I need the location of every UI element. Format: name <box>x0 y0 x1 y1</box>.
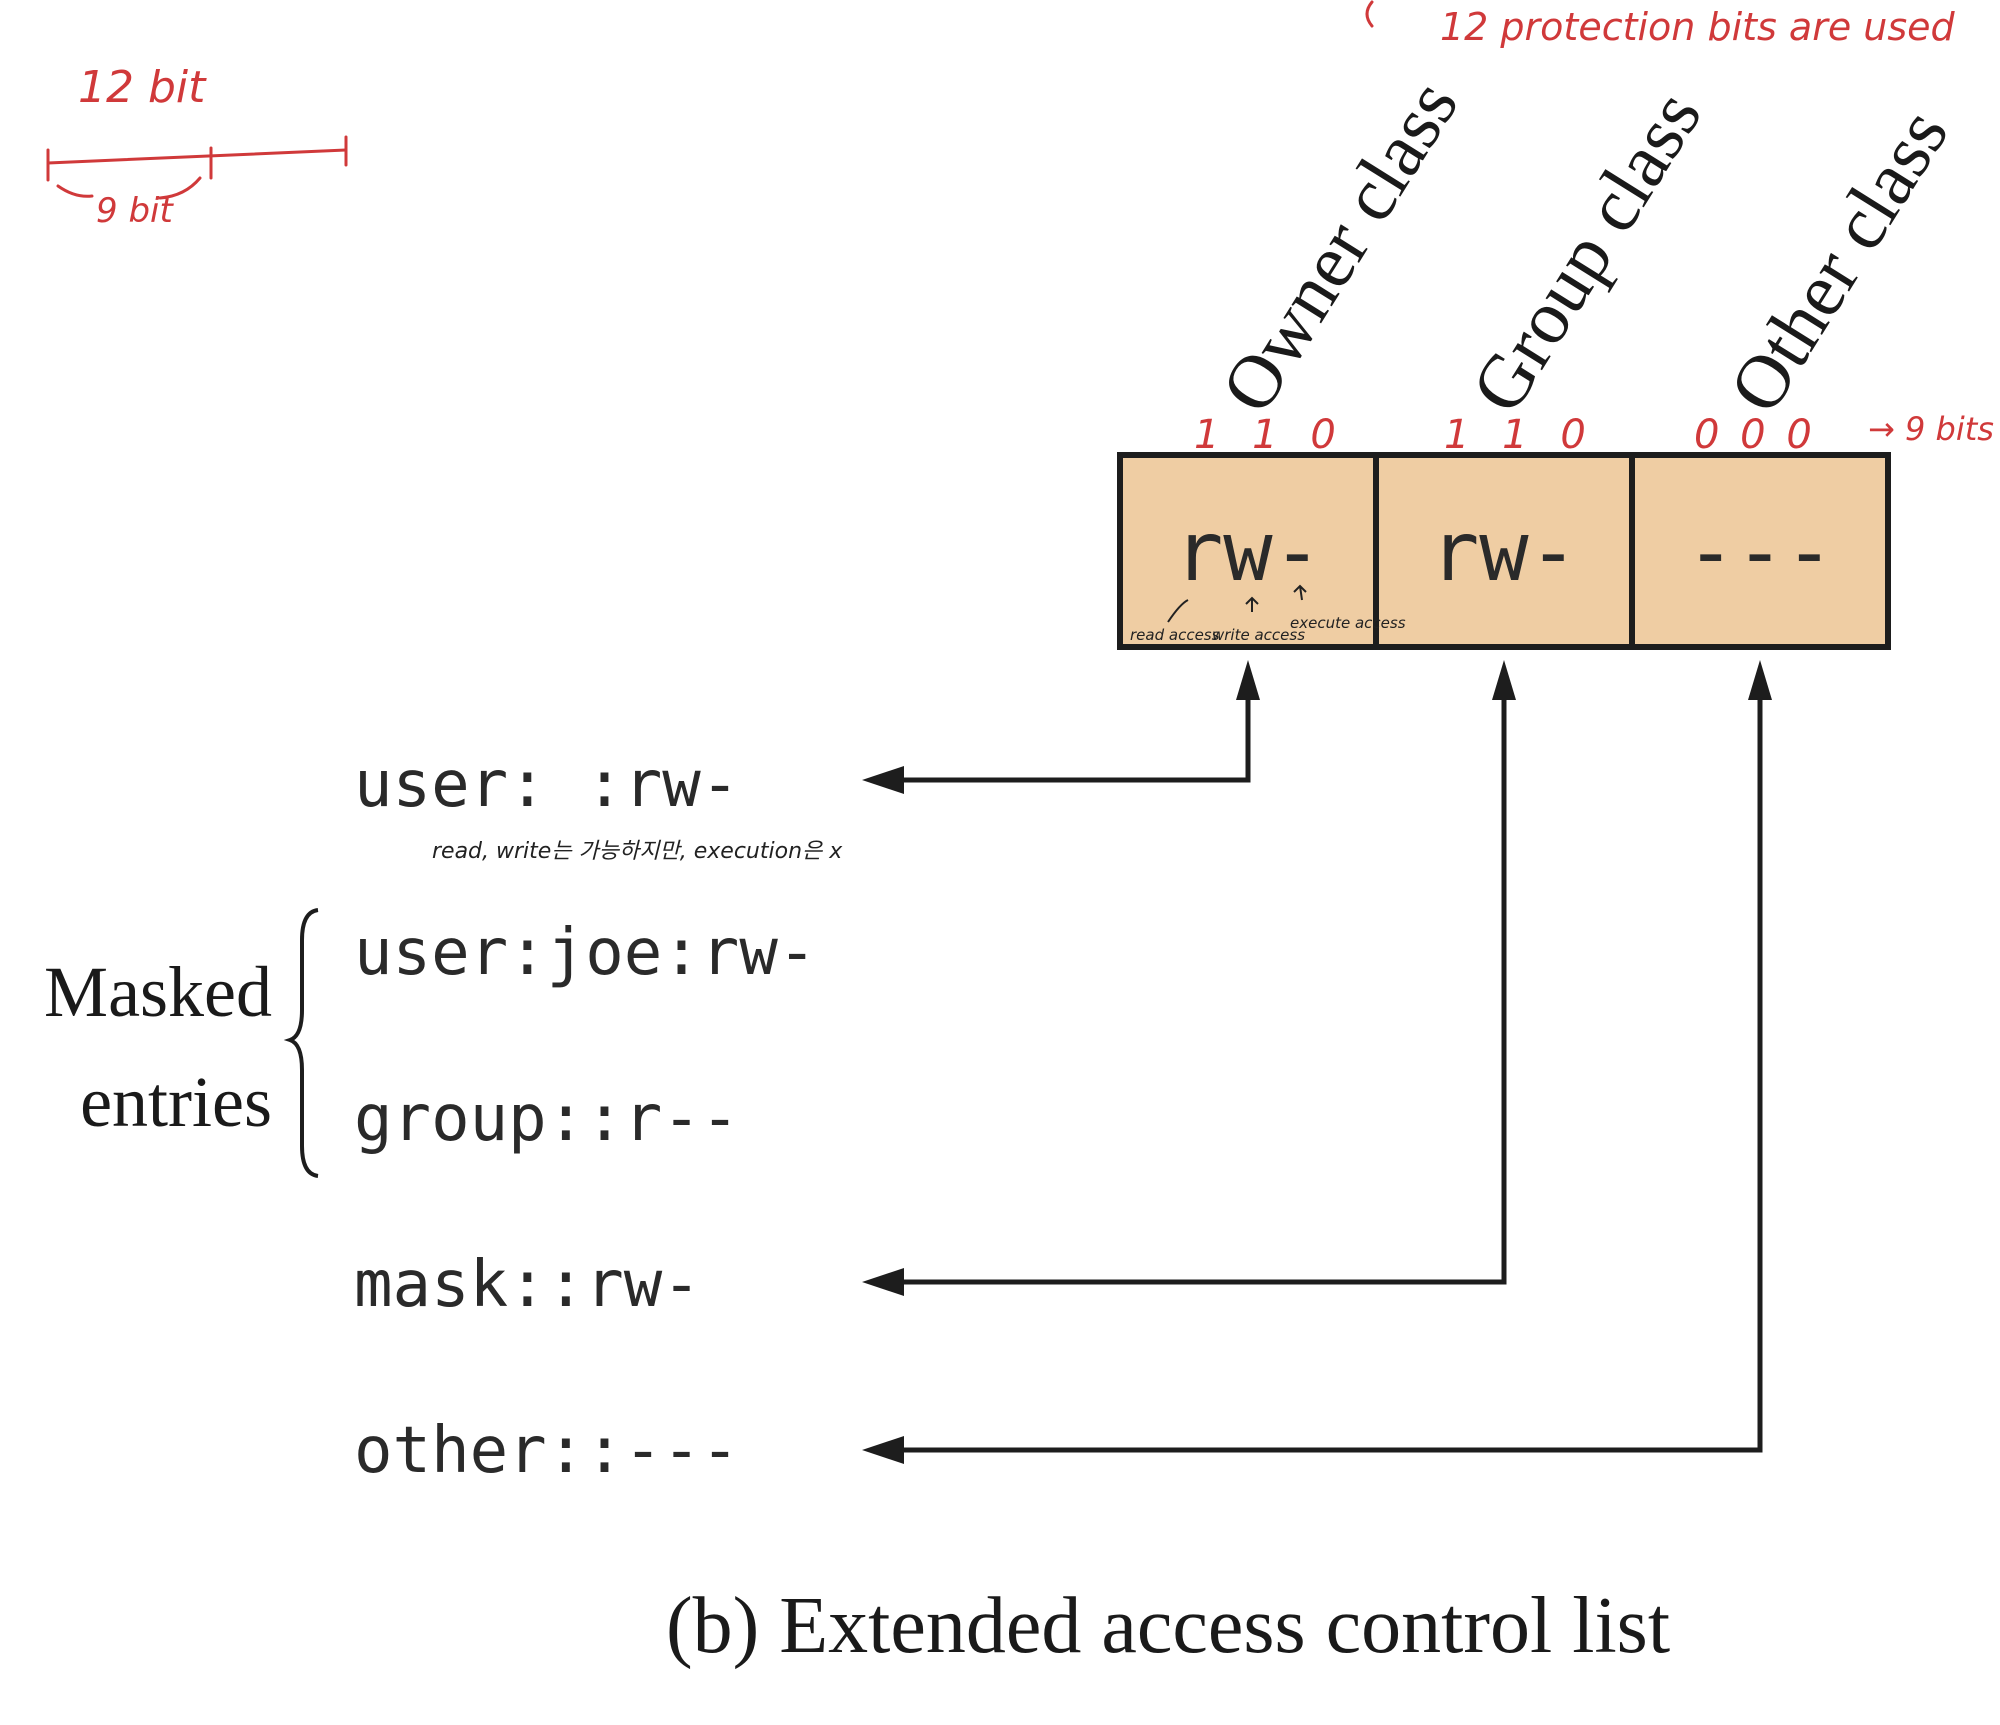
other-arrow-head-up <box>1748 660 1772 700</box>
user-entry-note: read, write는 가능하지만, execution은 x <box>432 839 843 864</box>
acl-entry-user-owner: user: :rw- <box>354 748 739 822</box>
other-connector-line <box>880 675 1763 1453</box>
owner-class-label: Owner class <box>1205 66 1474 427</box>
top-note: 12 protection bits are used <box>1440 5 1956 49</box>
permission-bits-box: rw- rw- --- <box>1117 452 1891 650</box>
other-connector <box>862 660 1772 1464</box>
acl-entry-group: group::r-- <box>354 1082 739 1156</box>
entries-label: entries <box>80 1062 272 1142</box>
top-note-mark <box>1365 0 1374 28</box>
owner-connector <box>862 660 1260 794</box>
bit-width-note: 12 bit 9 bit <box>46 62 348 231</box>
nine-bit-brace <box>56 184 94 198</box>
group-connector-line <box>880 675 1507 1285</box>
bit-width-line <box>46 148 348 165</box>
twelve-bit-note: 12 bit <box>78 62 207 113</box>
owner-connector-line <box>880 675 1251 783</box>
owner-bits: 1 1 0 <box>1194 412 1346 458</box>
write-access-note: write access <box>1212 626 1305 644</box>
group-connector <box>862 660 1516 1296</box>
other-class-label: Other class <box>1713 94 1964 427</box>
acl-entry-other: other::--- <box>354 1414 739 1488</box>
acl-entry-mask: mask::rw- <box>354 1248 701 1322</box>
other-arrow-head-left <box>862 1436 904 1464</box>
read-note-arrow <box>1167 599 1189 623</box>
owner-permission-cell <box>1117 452 1379 650</box>
execute-access-note: execute access <box>1290 614 1406 632</box>
execute-note-arrow <box>1293 584 1307 601</box>
acl-entry-user-joe: user:joe:rw- <box>354 916 816 990</box>
group-class-label: Group class <box>1455 76 1718 427</box>
owner-bit-notes: read access write access execute access <box>1130 584 1406 644</box>
figure-caption: (b) Extended access control list <box>666 1582 1670 1670</box>
group-permission-cell <box>1373 452 1635 650</box>
read-access-note: read access <box>1130 626 1220 644</box>
owner-arrow-head-left <box>862 766 904 794</box>
nine-bit-note: 9 bit <box>96 191 174 231</box>
group-arrow-head-up <box>1492 660 1516 700</box>
group-bits: 1 1 0 <box>1444 412 1596 458</box>
nine-bits-note: → 9 bits <box>1868 410 1994 448</box>
other-permission: --- <box>1686 505 1834 600</box>
owner-permission: rw- <box>1174 505 1322 600</box>
nine-bit-brace <box>158 176 202 200</box>
other-bits: 0 0 0 <box>1694 412 1816 458</box>
write-note-arrow <box>1245 596 1259 612</box>
other-permission-cell <box>1629 452 1891 650</box>
group-arrow-head-left <box>862 1268 904 1296</box>
masked-brace <box>283 908 319 1178</box>
masked-label: Masked <box>44 952 272 1032</box>
owner-arrow-head-up <box>1236 660 1260 700</box>
group-permission: rw- <box>1430 505 1578 600</box>
